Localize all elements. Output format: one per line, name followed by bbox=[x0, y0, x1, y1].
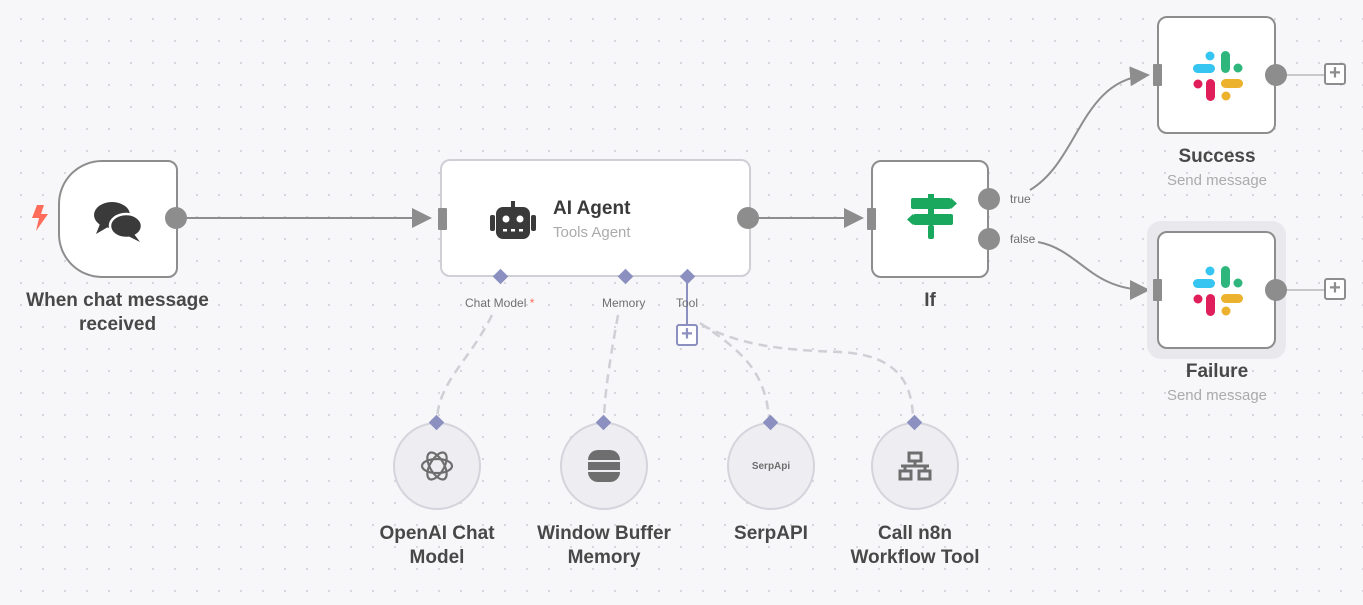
trigger-label: When chat message received bbox=[10, 289, 225, 337]
node-window-buffer-memory[interactable] bbox=[560, 422, 648, 510]
node-call-n8n-workflow-tool[interactable] bbox=[871, 422, 959, 510]
if-false-label: false bbox=[1010, 232, 1036, 246]
edge-if-false-failure[interactable] bbox=[1037, 241, 1150, 300]
memory-label-line2: Memory bbox=[567, 547, 641, 568]
serpapi-logo: SerpApi bbox=[751, 460, 791, 472]
failure-add-button[interactable]: + bbox=[1324, 278, 1346, 300]
memory-label: Window Buffer Memory bbox=[514, 522, 694, 570]
chat-model-input-label: Chat Model * bbox=[465, 296, 534, 310]
if-input-port[interactable] bbox=[867, 208, 876, 230]
edge-chatmodel-openai[interactable] bbox=[435, 314, 494, 419]
signpost-icon bbox=[907, 194, 957, 251]
required-mark: * bbox=[529, 296, 535, 310]
openai-label: OpenAI Chat Model bbox=[357, 522, 517, 570]
failure-input-port[interactable] bbox=[1153, 279, 1162, 301]
agent-title: AI Agent bbox=[553, 198, 631, 219]
node-when-chat-message-received[interactable] bbox=[58, 160, 178, 278]
success-add-button[interactable]: + bbox=[1324, 63, 1346, 85]
failure-label: Failure bbox=[1185, 361, 1249, 382]
edge-memory-buffer[interactable] bbox=[602, 314, 620, 419]
workflow-label: Call n8n Workflow Tool bbox=[825, 522, 1005, 570]
sitemap-icon bbox=[898, 451, 932, 481]
memory-label-line1: Window Buffer bbox=[537, 523, 671, 544]
failure-output-port[interactable] bbox=[1265, 279, 1287, 301]
success-sublabel: Send message bbox=[1166, 172, 1268, 189]
node-success[interactable] bbox=[1157, 16, 1276, 134]
node-serpapi[interactable]: SerpApi bbox=[727, 422, 815, 510]
serpapi-label: SerpAPI bbox=[734, 523, 808, 544]
database-icon bbox=[588, 450, 620, 482]
openai-label-line2: Model bbox=[409, 547, 465, 568]
if-false-port[interactable] bbox=[978, 228, 1000, 250]
slack-icon bbox=[1193, 266, 1243, 321]
openai-icon bbox=[420, 451, 454, 481]
node-openai-chat-model[interactable] bbox=[393, 422, 481, 510]
workflow-label-line1: Call n8n bbox=[878, 523, 952, 544]
node-failure[interactable] bbox=[1157, 231, 1276, 349]
if-label: If bbox=[924, 290, 936, 311]
chat-bubbles-icon bbox=[92, 200, 144, 247]
openai-label-line1: OpenAI Chat bbox=[379, 523, 495, 544]
node-if[interactable] bbox=[871, 160, 989, 278]
workflow-label-line2: Workflow Tool bbox=[850, 547, 980, 568]
memory-input-label: Memory bbox=[602, 296, 646, 310]
failure-sublabel: Send message bbox=[1166, 387, 1268, 404]
success-label: Success bbox=[1178, 146, 1256, 167]
node-ai-agent[interactable]: AI Agent Tools Agent bbox=[440, 159, 751, 277]
if-true-label: true bbox=[1010, 192, 1031, 206]
success-output-port[interactable] bbox=[1265, 64, 1287, 86]
agent-output-port[interactable] bbox=[737, 207, 759, 229]
slack-icon bbox=[1193, 51, 1243, 106]
trigger-output-port[interactable] bbox=[165, 207, 187, 229]
edge-tool-workflow[interactable] bbox=[701, 323, 915, 419]
tool-input-label: Tool bbox=[676, 296, 699, 310]
agent-input-port[interactable] bbox=[438, 208, 447, 230]
trigger-label-line1: When chat message bbox=[26, 290, 209, 311]
trigger-label-line2: received bbox=[78, 314, 157, 335]
if-true-port[interactable] bbox=[978, 188, 1000, 210]
agent-subtitle: Tools Agent bbox=[553, 224, 631, 241]
edge-if-true-success[interactable] bbox=[1029, 66, 1150, 191]
trigger-bolt-icon bbox=[32, 205, 48, 236]
chat-model-text: Chat Model bbox=[465, 296, 527, 310]
add-tool-button[interactable]: + bbox=[676, 324, 698, 346]
success-input-port[interactable] bbox=[1153, 64, 1162, 86]
edge-tool-serpapi[interactable] bbox=[699, 321, 771, 419]
robot-icon bbox=[488, 201, 538, 246]
